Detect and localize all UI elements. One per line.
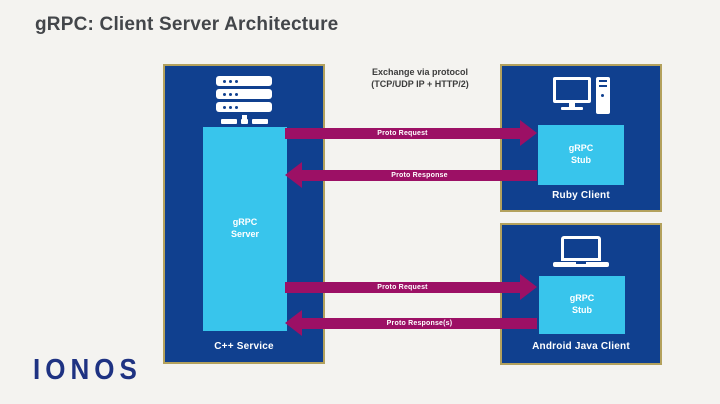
desktop-computer-icon: [502, 77, 660, 114]
arrow-shaft: Proto Request: [285, 127, 520, 139]
arrow-shaft: Proto Response(s): [302, 317, 537, 329]
android-grpc-stub-label: gRPC Stub: [569, 293, 595, 315]
arrow-proto-response-top: Proto Response: [285, 162, 537, 188]
server-rack-stand: [241, 115, 247, 119]
arrow-shaft: Proto Response: [302, 169, 537, 181]
server-rack-row: [216, 102, 272, 112]
arrow-label: Proto Response: [391, 171, 448, 179]
exchange-protocol-note: Exchange via protocol (TCP/UDP IP + HTTP…: [340, 66, 500, 90]
arrowhead-right-icon: [520, 120, 537, 146]
grpc-server-block: gRPC Server: [203, 127, 287, 331]
exchange-note-line2: (TCP/UDP IP + HTTP/2): [371, 79, 469, 90]
arrow-label: Proto Request: [377, 283, 428, 291]
exchange-note-line1: Exchange via protocol: [371, 67, 469, 77]
server-caption: C++ Service: [214, 341, 274, 352]
ionos-logo: IONOS: [33, 352, 142, 386]
server-rack-base: [216, 119, 272, 124]
ruby-grpc-stub-label: gRPC Stub: [568, 143, 594, 165]
page-title: gRPC: Client Server Architecture: [35, 14, 339, 35]
arrow-label: Proto Response(s): [386, 319, 453, 327]
arrow-proto-request-bottom: Proto Request: [285, 274, 537, 300]
ruby-grpc-stub-block: gRPC Stub: [538, 125, 624, 185]
pc-tower-icon: [595, 77, 610, 114]
arrowhead-right-icon: [520, 274, 537, 300]
ruby-client-caption: Ruby Client: [552, 190, 610, 201]
server-rack-row: [216, 76, 272, 86]
arrow-label: Proto Request: [377, 129, 428, 137]
arrow-shaft: Proto Request: [285, 281, 520, 293]
server-rack-icon: [216, 76, 272, 124]
laptop-icon: [553, 236, 609, 267]
android-grpc-stub-block: gRPC Stub: [539, 276, 625, 334]
ruby-client-node-box: gRPC Stub Ruby Client: [500, 64, 662, 212]
android-client-caption: Android Java Client: [532, 341, 630, 352]
grpc-server-label: gRPC Server: [230, 217, 260, 239]
arrowhead-left-icon: [285, 162, 302, 188]
server-rack-row: [216, 89, 272, 99]
arrow-proto-request-top: Proto Request: [285, 120, 537, 146]
monitor-icon: [552, 77, 591, 110]
arrow-proto-response-bottom: Proto Response(s): [285, 310, 537, 336]
server-node-box: gRPC Server C++ Service: [163, 64, 325, 364]
arrowhead-left-icon: [285, 310, 302, 336]
